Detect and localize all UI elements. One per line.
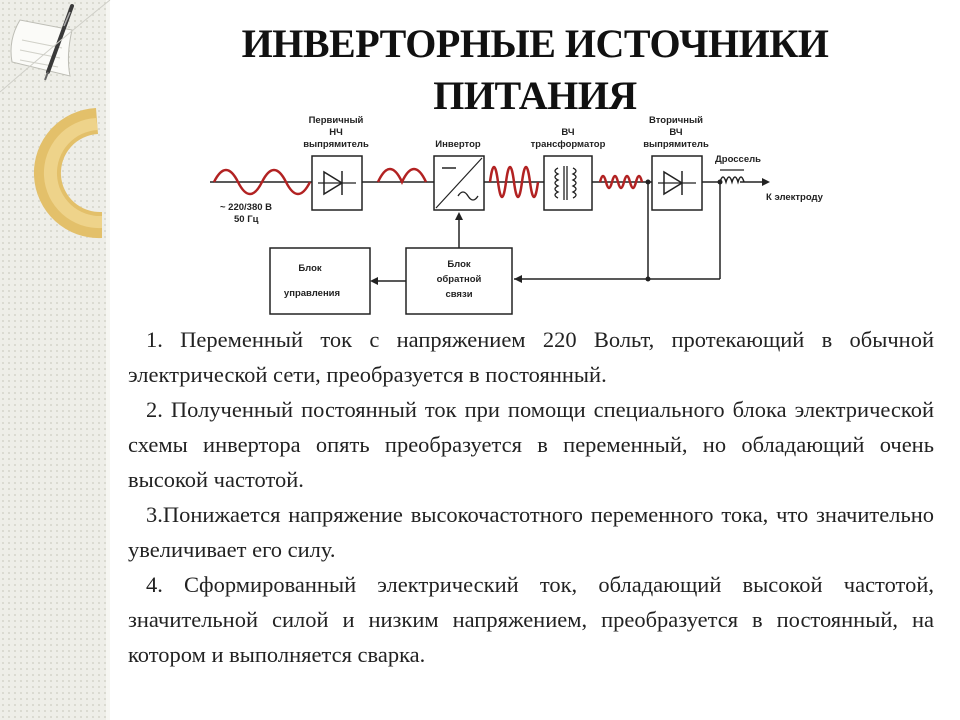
- transformer-block: [543, 155, 593, 211]
- input-voltage-label: ~ 220/380 В: [220, 202, 272, 213]
- left-arrow-icon: [370, 277, 378, 285]
- secondary-rectifier-block: [651, 155, 703, 211]
- feedback-arrow-icon: [514, 275, 522, 283]
- feedback-block: Блок обратной связи: [405, 247, 513, 315]
- high-frequency-wave: [488, 165, 540, 199]
- paragraph-1: 1. Переменный ток с напряжением 220 Воль…: [128, 327, 934, 387]
- primary-rectifier-label-3: выпрямитель: [303, 139, 369, 150]
- notepad-pen-icon: [10, 4, 74, 81]
- choke-label: Дроссель: [715, 154, 761, 165]
- inverter-block-diagram: ~ 220/380 В 50 Гц Первичный НЧ выпрямите…: [210, 115, 824, 315]
- low-voltage-hf-wave: [598, 174, 644, 190]
- gold-ring-decoration: [33, 108, 103, 239]
- paragraph-3: 3.Понижается напряжение высокочастотного…: [128, 502, 934, 562]
- paragraph-4: 4. Сформированный электрический ток, обл…: [128, 572, 934, 667]
- control-label-2: управления: [284, 288, 340, 299]
- feedback-label-3: связи: [445, 289, 472, 300]
- rectified-wave: [376, 167, 428, 185]
- slide-title: ИНВЕРТОРНЫЕ ИСТОЧНИКИ ПИТАНИЯ: [200, 18, 870, 122]
- transformer-label-2: трансформатор: [531, 139, 606, 150]
- secondary-rectifier-label-2: ВЧ: [669, 127, 682, 138]
- input-ac-wave: [212, 168, 312, 196]
- curve-decoration: [0, 0, 111, 93]
- paragraph-2: 2. Полученный постоянный ток при помощи …: [128, 397, 934, 492]
- input-frequency-label: 50 Гц: [234, 214, 259, 225]
- secondary-rectifier-label-1: Вторичный: [649, 115, 703, 126]
- output-arrow-icon: [762, 178, 770, 186]
- ac-symbol-icon: [457, 191, 479, 201]
- title-line-1: ИНВЕРТОРНЫЕ ИСТОЧНИКИ: [241, 21, 829, 66]
- title-line-2: ПИТАНИЯ: [433, 73, 637, 118]
- body-text: 1. Переменный ток с напряжением 220 Воль…: [128, 322, 934, 672]
- primary-rectifier-label-1: Первичный: [309, 115, 364, 126]
- primary-rectifier-label-2: НЧ: [329, 127, 343, 138]
- transformer-label-1: ВЧ: [561, 127, 574, 138]
- up-arrow-icon: [455, 212, 463, 220]
- inverter-block: [433, 155, 485, 211]
- choke-icon: [719, 176, 745, 185]
- output-label: К электроду: [766, 192, 824, 203]
- strip-edge: [106, 0, 110, 720]
- feedback-label-1: Блок: [447, 259, 471, 270]
- transformer-icon: [554, 166, 577, 200]
- primary-rectifier-block: [311, 155, 363, 211]
- control-block: Блок управления: [269, 247, 371, 315]
- feedback-label-2: обратной: [437, 274, 482, 285]
- secondary-rectifier-label-3: выпрямитель: [643, 139, 709, 150]
- junction-dot: [645, 179, 651, 185]
- inverter-label: Инвертор: [435, 139, 481, 150]
- control-label-1: Блок: [298, 263, 322, 274]
- decoration-layer: [0, 0, 111, 239]
